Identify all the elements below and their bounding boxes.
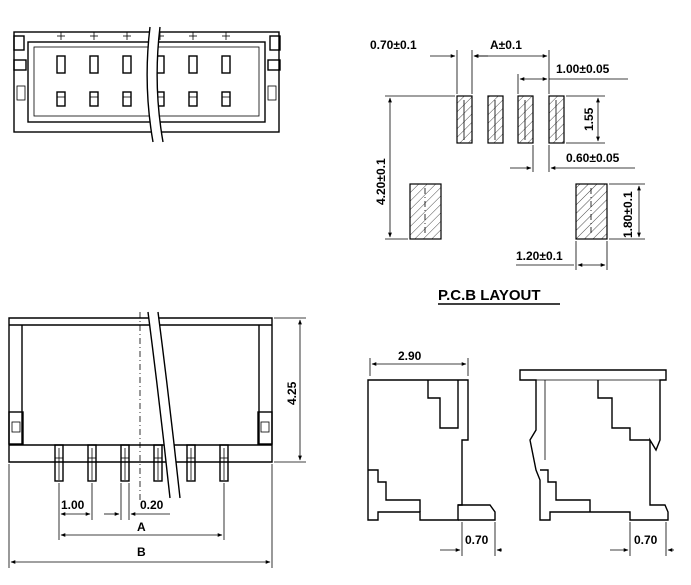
side-view-right: 0.70	[519, 369, 674, 556]
front-dim-b: B	[137, 545, 146, 559]
top-view-pins	[56, 32, 231, 107]
pcb-mount-pad-left	[409, 183, 442, 240]
pcb-dim-total-height: 4.20±0.1	[374, 158, 388, 205]
top-view-inner	[27, 41, 266, 123]
pcb-dim-big-pad-height: 1.80±0.1	[621, 191, 635, 238]
front-dim-a: A	[137, 520, 146, 534]
front-dim-pin: 0.20	[140, 498, 164, 512]
side-dim-depth: 2.90	[398, 349, 422, 363]
pcb-dim-pad-height: 1.55	[582, 107, 596, 131]
side-dim-left-foot: 0.70	[465, 533, 489, 547]
pcb-dim-big-pad-width: 1.20±0.1	[516, 249, 563, 263]
front-view-pins	[54, 444, 229, 482]
front-view-outline	[8, 317, 273, 463]
pcb-pad-2	[487, 95, 504, 144]
pcb-layout-title: P.C.B LAYOUT	[438, 287, 541, 304]
top-view	[13, 26, 281, 143]
pcb-dim-pitch-a: A±0.1	[490, 38, 522, 52]
pcb-layout: 0.70±0.1 A±0.1 1.00±0.05 1.55 0.60±0.05 …	[370, 38, 645, 305]
front-view: 4.25 1.00 0.20 A B	[8, 311, 306, 568]
pcb-mount-pad-right	[575, 183, 608, 240]
side-dim-right-foot: 0.70	[634, 533, 658, 547]
pcb-pad-3	[517, 95, 534, 144]
side-right-body	[519, 369, 669, 521]
pcb-pad-4	[548, 95, 565, 144]
pcb-dim-pad-width: 0.70±0.1	[370, 38, 417, 52]
side-left-body	[367, 379, 469, 521]
front-dim-height: 4.25	[285, 381, 299, 405]
top-view-outline	[13, 31, 280, 133]
pcb-pad-1	[456, 95, 473, 144]
side-view-left: 2.90 0.70	[367, 349, 502, 556]
pcb-dim-pitch: 1.00±0.05	[556, 62, 610, 76]
pcb-dim-pad-space: 0.60±0.05	[566, 151, 620, 165]
front-dim-pitch: 1.00	[61, 498, 85, 512]
